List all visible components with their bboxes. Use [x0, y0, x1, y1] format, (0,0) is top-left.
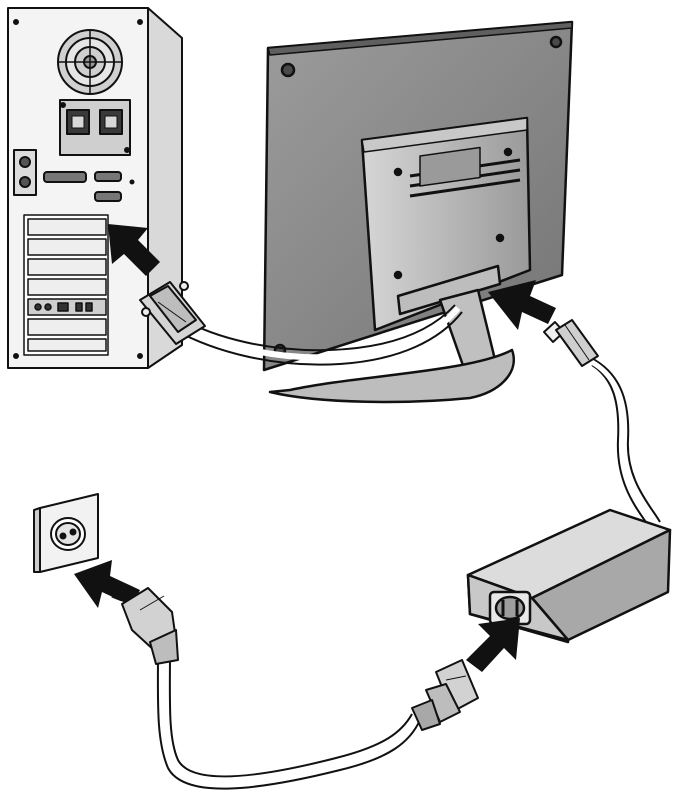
dc-plug [543, 319, 599, 367]
audio-jacks [13, 149, 37, 196]
iec-plug [411, 659, 479, 731]
connection-arrow-icon [466, 618, 520, 672]
ac-power-cord [156, 651, 421, 790]
expansion-slots [23, 214, 109, 356]
connection-arrow-icon [74, 560, 140, 608]
vga-connector [139, 281, 206, 345]
serial-port [94, 171, 122, 182]
psu-socket-out [99, 109, 123, 135]
adapter-ac-inlet [488, 590, 532, 626]
power-adapter-icon [466, 508, 672, 644]
parallel-port [43, 171, 87, 183]
connection-arrow-icon [488, 280, 556, 330]
vga-port [94, 191, 122, 202]
pc-tower-icon [7, 7, 183, 369]
dc-cable [584, 354, 661, 529]
fan-grill-icon [57, 29, 123, 95]
vga-cable [174, 304, 463, 366]
wall-plug [111, 584, 179, 665]
connection-arrow-icon [108, 224, 160, 276]
psu-socket-in [66, 109, 90, 135]
wall-socket-icon [33, 493, 99, 573]
